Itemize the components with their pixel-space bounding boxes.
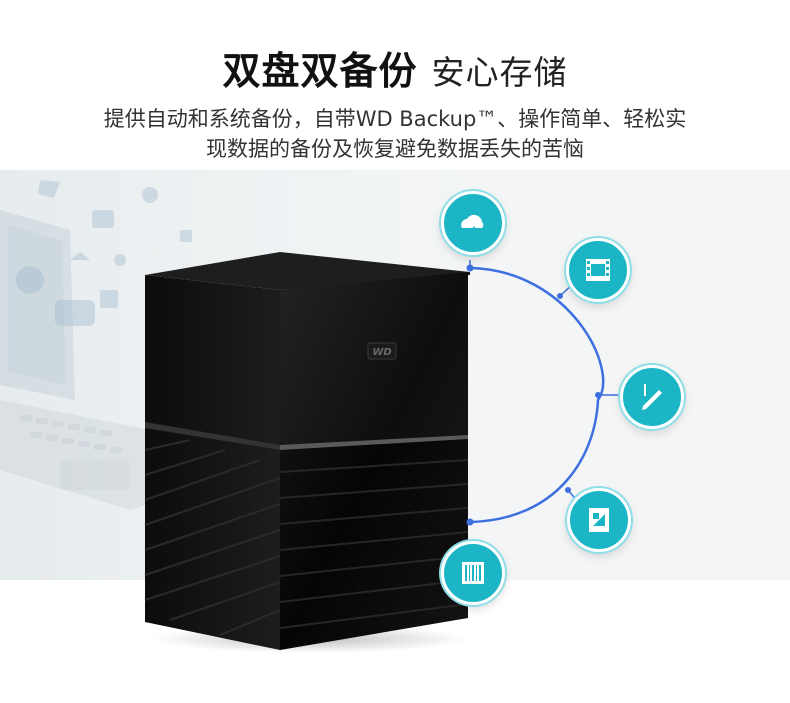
headline-light: 安心存储 xyxy=(431,53,568,92)
wd-logo: WD xyxy=(372,347,391,358)
laptop-illustration xyxy=(0,180,260,510)
headline-bold: 双盘双备份 xyxy=(222,49,418,93)
video-film-icon xyxy=(566,238,630,302)
headline: 双盘双备份安心存储 xyxy=(0,40,790,95)
subtitle-line-2: 现数据的备份及恢复避免数据丢失的苦恼 xyxy=(206,137,584,161)
subtitle-line-1: 提供自动和系统备份，自带WD Backup™、操作简单、轻松实 xyxy=(103,107,687,131)
subtitle: 提供自动和系统备份，自带WD Backup™、操作简单、轻松实 现数据的备份及恢… xyxy=(40,104,750,164)
hard-drive-device: WD xyxy=(144,252,470,650)
cloud-backup-icon xyxy=(441,191,505,255)
document-icon xyxy=(567,488,631,552)
barcode-icon xyxy=(441,541,505,605)
pencil-edit-icon xyxy=(620,365,684,429)
